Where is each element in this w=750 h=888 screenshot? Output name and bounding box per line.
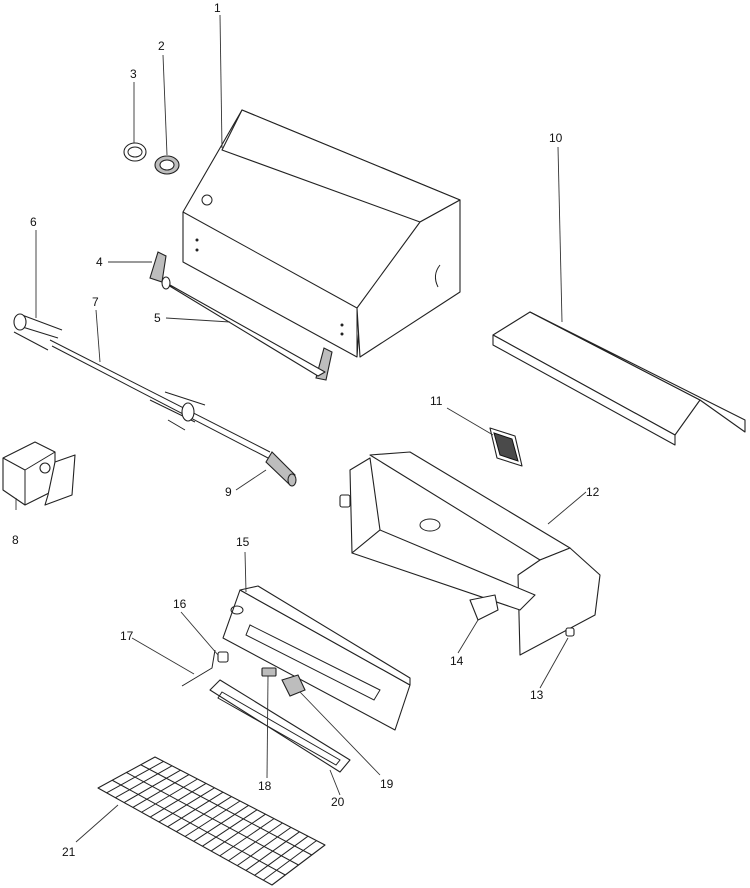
callout-9: 9 — [225, 485, 232, 499]
callout-14: 14 — [450, 654, 464, 668]
part-7-spit-rod — [49, 339, 271, 459]
part-10-rear-shelf — [492, 311, 746, 446]
part-2-bezel — [154, 155, 180, 175]
callout-labels: 1 2 3 4 5 6 7 8 9 10 11 12 13 14 15 16 1… — [12, 1, 600, 859]
part-1-hood — [182, 109, 461, 358]
part-13-knob — [565, 627, 575, 637]
part-9-sleeve — [265, 451, 297, 487]
callout-5: 5 — [154, 311, 161, 325]
callout-7: 7 — [92, 295, 99, 309]
callout-15: 15 — [236, 535, 250, 549]
part-17-wire — [181, 649, 216, 687]
part-6-spit-fork — [13, 313, 63, 351]
callout-1: 1 — [214, 1, 221, 15]
part-14-bracket — [469, 594, 499, 621]
callout-18: 18 — [258, 779, 272, 793]
callout-11: 11 — [430, 394, 443, 408]
callout-13: 13 — [530, 688, 544, 702]
callout-2: 2 — [158, 39, 165, 53]
part-15-control-panel — [222, 585, 411, 731]
part-8-motor — [2, 441, 76, 506]
part-11-vent — [489, 427, 523, 467]
part-3-ring — [123, 142, 147, 162]
callout-3: 3 — [130, 67, 137, 81]
callout-12: 12 — [586, 485, 600, 499]
callout-21: 21 — [62, 845, 76, 859]
callout-19: 19 — [380, 777, 394, 791]
callout-4: 4 — [96, 255, 103, 269]
part-20-panel-frame — [209, 679, 351, 773]
part-19-module — [281, 674, 306, 697]
callout-20: 20 — [331, 795, 345, 809]
part-16-connector — [217, 651, 229, 663]
part-5-handle — [161, 276, 326, 377]
callout-8: 8 — [12, 533, 19, 547]
part-12-base-housing — [339, 451, 601, 656]
callout-6: 6 — [30, 215, 37, 229]
part-21-grate — [97, 756, 326, 886]
leader-lines — [15, 14, 587, 843]
callout-10: 10 — [549, 131, 563, 145]
callout-16: 16 — [173, 597, 187, 611]
part-18-switch — [261, 667, 277, 677]
callout-17: 17 — [120, 629, 134, 643]
